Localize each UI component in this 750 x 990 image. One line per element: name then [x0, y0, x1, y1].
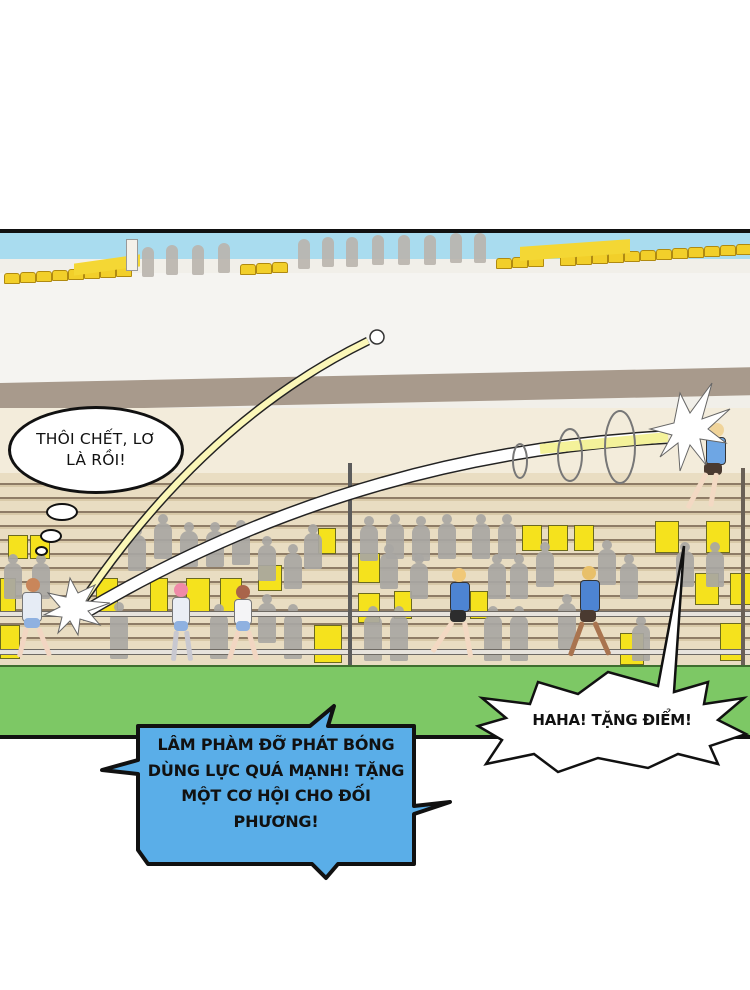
thought-line-2: LÀ RỒI!	[66, 451, 126, 469]
thought-dot	[40, 529, 62, 543]
caption-line-3: MỘT CƠ HỘI CHO ĐỐI	[181, 786, 371, 805]
caption-line-4: PHƯƠNG!	[233, 811, 319, 831]
shout-bubble: HAHA! TẶNG ĐIỂM!	[474, 545, 750, 776]
railing	[0, 611, 750, 617]
net-post	[348, 463, 352, 668]
caption-line-1: LÂM PHÀM ĐỠ PHÁT BÓNG	[157, 735, 395, 754]
side-post	[741, 468, 745, 668]
thought-line-1: THÔI CHẾT, LƠ	[36, 430, 156, 448]
thought-bubble: THÔI CHẾT, LƠ LÀ RỒI!	[8, 406, 184, 494]
action-effects	[42, 329, 731, 637]
narration-caption: LÂM PHÀM ĐỠ PHÁT BÓNG DÙNG LỰC QUÁ MẠNH!…	[100, 704, 452, 880]
upper-stand	[0, 233, 750, 284]
manga-panel	[0, 229, 750, 739]
thought-dot	[46, 503, 78, 521]
volleyball	[369, 329, 385, 345]
shout-text: HAHA! TẶNG ĐIỂM!	[532, 711, 692, 729]
caption-line-2: DÙNG LỰC QUÁ MẠNH! TẶNG	[147, 760, 405, 780]
upper-wall	[0, 273, 750, 383]
thought-dot	[35, 546, 48, 556]
railing	[0, 649, 750, 655]
